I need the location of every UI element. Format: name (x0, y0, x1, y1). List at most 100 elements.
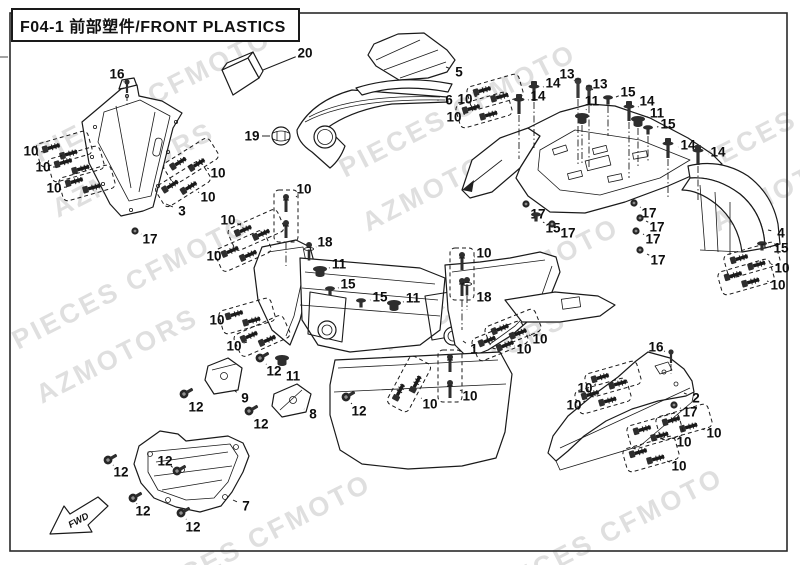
fastener-pair-glyph (466, 73, 524, 111)
part-callout-label: 14 (680, 138, 696, 153)
callout-leader-line (583, 400, 586, 403)
fastener-nut-glyph (522, 200, 530, 208)
part-3-front-panel (81, 77, 183, 217)
part-callout-label: 11 (650, 106, 665, 121)
fastener-pair-glyph (455, 91, 513, 129)
fastener-screw12-glyph (176, 506, 191, 518)
callout-leader-line (767, 229, 772, 232)
part-9-bracket (204, 357, 243, 395)
callout-leader-line (474, 95, 478, 98)
part-callout-label: 10 (446, 110, 461, 125)
part-2-side-panel (547, 351, 695, 471)
part-callout-label: 13 (559, 67, 575, 82)
fastener-pair-glyph (626, 412, 684, 450)
fastener-pair-glyph (155, 160, 211, 208)
part-callout-label: 16 (109, 67, 125, 82)
callout-leader-line (206, 167, 210, 170)
part-callout-label: 10 (476, 246, 491, 261)
callout-leader-line (136, 503, 138, 505)
callout-layer: 1610101010103172056191010141413131115141… (23, 46, 789, 535)
fastener-riv-glyph (356, 298, 366, 308)
fastener-screw18-glyph (303, 242, 315, 261)
part-callout-label: 15 (620, 85, 636, 100)
part-callout-label: 17 (560, 226, 575, 241)
part-callout-label: 4 (777, 226, 785, 241)
fastener-nut-glyph (670, 401, 678, 409)
fastener-nut-glyph (636, 246, 644, 254)
part-callout-label: 10 (422, 397, 437, 412)
fastener-screw12-glyph (179, 387, 194, 399)
callout-leader-line (350, 402, 353, 405)
part-callout-label: 15 (660, 117, 676, 132)
fastener-nut-glyph (636, 214, 644, 222)
part-callout-label: 16 (648, 340, 664, 355)
part-callout-label: 15 (773, 241, 789, 256)
fastener-screwS-glyph (124, 79, 130, 106)
part-callout-label: 11 (585, 94, 600, 109)
part-callout-label: 5 (455, 65, 463, 80)
part-callout-label: 17 (650, 253, 665, 268)
part-callout-label: 10 (226, 339, 241, 354)
part-callout-label: 10 (210, 166, 225, 181)
fastener-screw12-glyph (103, 453, 118, 465)
fastener-screw12-glyph (244, 404, 259, 416)
part-callout-label: 18 (476, 290, 492, 305)
fastener-pair-glyph (574, 377, 632, 415)
callout-leader-line (234, 390, 238, 393)
fastener-screw12-glyph (172, 464, 187, 476)
fastener-screw12-glyph (341, 390, 356, 402)
part-callout-label: 12 (188, 400, 203, 415)
part-callout-label: 10 (46, 181, 61, 196)
part-callout-label: 10 (577, 381, 592, 396)
part-callout-label: 15 (340, 277, 356, 292)
part-callout-label: 17 (682, 405, 697, 420)
fastener-bolt-glyph (574, 77, 582, 165)
part-5-intake-scoop (367, 32, 456, 81)
callout-leader-line (445, 66, 450, 69)
fastener-pair-glyph (386, 355, 432, 413)
fastener-riv-glyph (531, 212, 541, 222)
hood-and-fender-assembly (461, 103, 781, 255)
part-callout-label: 14 (545, 76, 561, 91)
part-callout-label: 14 (530, 89, 546, 104)
callout-leader-line (594, 383, 597, 386)
fastener-pair-glyph (227, 209, 285, 251)
part-callout-label: 10 (23, 144, 38, 159)
callout-leader-line (615, 95, 619, 98)
callout-leader-line (683, 392, 687, 395)
fastener-grom-glyph (387, 300, 401, 311)
fastener-pair-glyph (723, 241, 781, 279)
fastener-fbolt-glyph (692, 145, 704, 202)
fastener-bolt-glyph (585, 84, 593, 168)
part-callout-label: 10 (774, 261, 789, 276)
callout-leader-line (542, 221, 545, 224)
part-callout-label: 12 (266, 364, 281, 379)
part-callout-label: 10 (462, 389, 477, 404)
part-callout-label: 14 (639, 94, 655, 109)
part-callout-label: 15 (372, 290, 388, 305)
part-callout-label: 12 (113, 465, 128, 480)
fastener-riv-glyph (325, 286, 335, 296)
fastener-pairv-glyph (437, 349, 463, 403)
fastener-riv-glyph (603, 95, 613, 136)
part-callout-label: 10 (516, 342, 531, 357)
fastener-pair-glyph (218, 297, 276, 335)
fastener-screwS-glyph (668, 349, 674, 374)
fastener-grom-glyph (313, 266, 327, 277)
part-callout-label: 10 (706, 426, 721, 441)
fastener-grom-glyph (631, 116, 645, 168)
part-callout-label: 11 (286, 369, 301, 384)
part-7-skid-plate (133, 430, 250, 513)
fastener-pair-glyph (163, 137, 219, 185)
callout-leader-line (770, 263, 773, 266)
part-8-bracket (271, 383, 312, 418)
fastener-nut-glyph (548, 220, 556, 228)
callout-leader-line (528, 334, 531, 337)
fastener-riv-glyph (643, 125, 653, 162)
part-20-pad (221, 51, 264, 96)
part-callout-label: 10 (457, 92, 472, 107)
fastener-fbolt-glyph (623, 101, 635, 178)
fastener-screw18-glyph (461, 277, 473, 310)
part-callout-label: 17 (641, 206, 656, 221)
